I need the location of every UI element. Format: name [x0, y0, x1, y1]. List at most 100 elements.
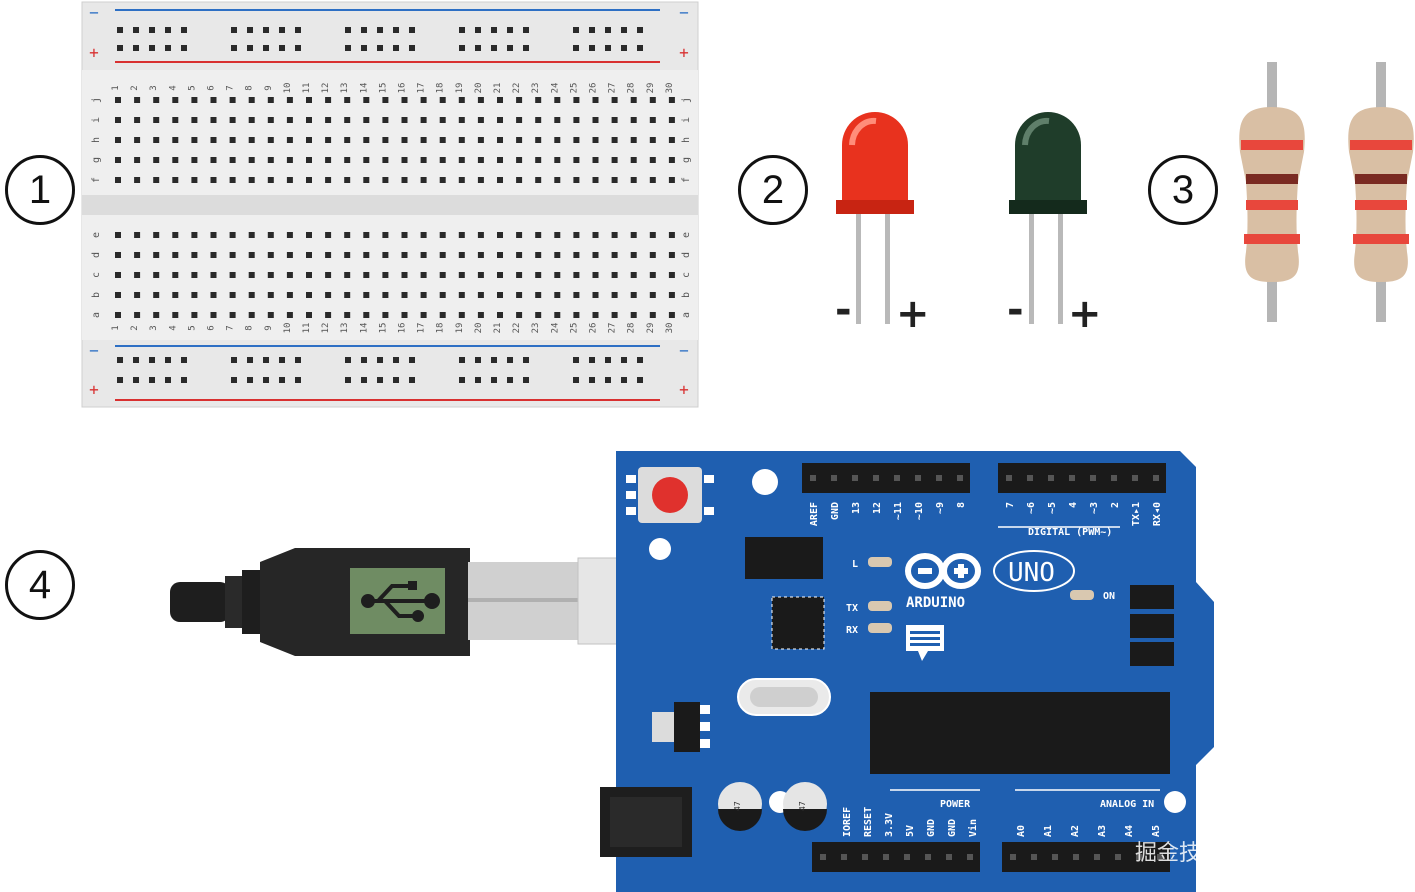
breadboard-hole: [286, 177, 293, 183]
breadboard-hole: [401, 292, 408, 298]
rail-hole: [409, 45, 415, 51]
breadboard-hole: [649, 137, 656, 143]
column-number: 20: [474, 83, 484, 94]
rail-hole: [117, 45, 123, 51]
breadboard-hole: [344, 252, 351, 258]
column-number: 23: [531, 83, 541, 94]
breadboard-hole: [344, 137, 351, 143]
breadboard-hole: [363, 117, 370, 123]
column-number: 8: [245, 85, 255, 90]
breadboard-hole: [325, 312, 332, 318]
breadboard-hole: [611, 157, 618, 163]
breadboard-hole: [458, 97, 465, 103]
rail-hole: [149, 27, 155, 33]
rail-hole: [263, 377, 269, 383]
breadboard-hole: [191, 177, 198, 183]
rail-hole: [573, 357, 579, 363]
column-number: 15: [378, 323, 388, 334]
rail-hole: [621, 45, 627, 51]
breadboard-hole: [630, 252, 637, 258]
rail-hole: [247, 27, 253, 33]
header-pin: [862, 854, 868, 860]
row-letter: e: [91, 232, 102, 238]
breadboard-hole: [554, 97, 561, 103]
breadboard-hole: [535, 157, 542, 163]
breadboard-hole: [248, 292, 255, 298]
breadboard-hole: [420, 252, 427, 258]
row-letter: c: [91, 272, 102, 278]
breadboard-hole: [363, 252, 370, 258]
column-number: 29: [646, 83, 656, 94]
rail-hole: [523, 377, 529, 383]
row-letter: h: [681, 137, 692, 143]
rail-hole: [181, 45, 187, 51]
breadboard-hole: [611, 252, 618, 258]
breadboard-hole: [382, 117, 389, 123]
breadboard-hole: [344, 117, 351, 123]
breadboard-hole: [535, 232, 542, 238]
rail-hole: [507, 45, 513, 51]
breadboard-hole: [439, 312, 446, 318]
breadboard-hole: [420, 292, 427, 298]
column-number: 4: [168, 325, 178, 330]
rail-hole: [117, 357, 123, 363]
breadboard-hole: [668, 97, 675, 103]
breadboard-hole: [439, 97, 446, 103]
breadboard-hole: [325, 252, 332, 258]
column-number: 23: [531, 323, 541, 334]
breadboard-hole: [420, 177, 427, 183]
breadboard-hole: [267, 232, 274, 238]
header-pin: [967, 854, 973, 860]
rail-hole: [231, 357, 237, 363]
breadboard-hole: [649, 272, 656, 278]
breadboard-hole: [172, 232, 179, 238]
breadboard-hole: [134, 232, 141, 238]
breadboard-hole: [191, 232, 198, 238]
breadboard-hole: [344, 177, 351, 183]
breadboard-hole: [477, 97, 484, 103]
breadboard-hole: [401, 177, 408, 183]
header-pin: [820, 854, 826, 860]
breadboard-hole: [535, 137, 542, 143]
breadboard-hole: [382, 272, 389, 278]
breadboard-hole: [420, 157, 427, 163]
breadboard-hole: [554, 157, 561, 163]
rail-hole: [605, 45, 611, 51]
column-number: 17: [417, 323, 427, 334]
breadboard-hole: [592, 117, 599, 123]
breadboard-hole: [611, 137, 618, 143]
breadboard-hole: [420, 312, 427, 318]
breadboard-hole: [420, 117, 427, 123]
row-letter: b: [91, 292, 102, 298]
breadboard-hole: [439, 157, 446, 163]
breadboard-hole: [554, 312, 561, 318]
breadboard-hole: [458, 117, 465, 123]
breadboard-hole: [611, 292, 618, 298]
breadboard-hole: [134, 177, 141, 183]
column-number: 2: [130, 325, 140, 330]
breadboard-hole: [286, 232, 293, 238]
column-number: 5: [187, 325, 197, 330]
rail-hole: [589, 45, 595, 51]
breadboard-hole: [497, 117, 503, 123]
row-letter: i: [91, 117, 102, 123]
rail-hole: [459, 27, 465, 33]
breadboard-hole: [115, 157, 121, 163]
column-number: 19: [455, 83, 465, 94]
breadboard-hole: [306, 137, 312, 143]
column-number: 1: [111, 85, 121, 90]
breadboard-hole: [516, 97, 523, 103]
breadboard-hole: [210, 177, 217, 183]
breadboard-hole: [248, 137, 255, 143]
breadboard-hole: [630, 97, 637, 103]
breadboard-hole: [115, 137, 121, 143]
breadboard-hole: [592, 157, 599, 163]
column-number: 2: [130, 85, 140, 90]
rail-hole: [393, 377, 399, 383]
breadboard-hole: [649, 97, 656, 103]
header-pin: [883, 854, 889, 860]
rail-hole: [475, 45, 481, 51]
breadboard-hole: [611, 272, 618, 278]
breadboard-hole: [458, 177, 465, 183]
capacitor-2-text: 47: [798, 801, 807, 811]
